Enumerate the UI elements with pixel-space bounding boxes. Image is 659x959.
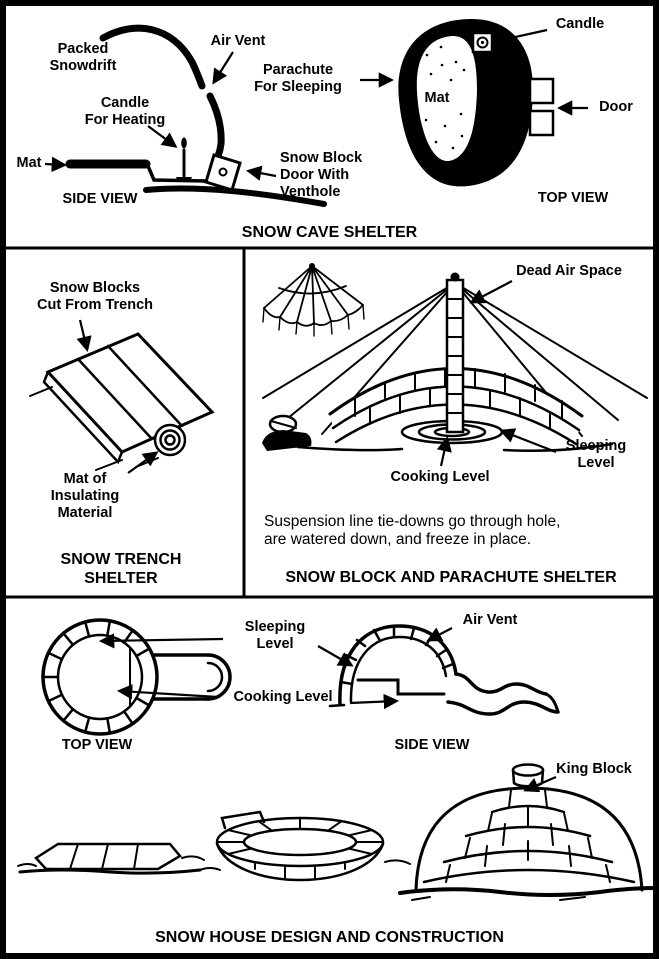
king-block-arrow — [523, 775, 557, 793]
center-pole — [445, 272, 465, 434]
label-mat-of-insulating: Mat of Insulating Material — [50, 471, 120, 522]
pointer-arrows — [44, 28, 588, 793]
label-snow-block-door: Snow Block Door With Venthole — [280, 150, 363, 201]
snow-house-side-view-drawing — [328, 624, 560, 716]
construction-stage3-drawing — [398, 763, 658, 901]
title-snow-house: SNOW HOUSE DESIGN AND CONSTRUCTION — [155, 929, 504, 946]
snow-blocks-arrow — [76, 319, 92, 352]
label-cooking-level-house: Cooking Level — [233, 689, 333, 705]
label-cooking-level-p2: Cooking Level — [390, 469, 490, 485]
snow-block-door-arrow — [245, 165, 277, 181]
label-dead-air-space: Dead Air Space — [516, 263, 622, 279]
sleeping-level-shelter-arrow — [499, 428, 557, 454]
cooking-level-topview-arrow — [116, 684, 219, 700]
label-mat-side: Mat — [16, 155, 42, 171]
block-joints — [41, 619, 151, 735]
air-vent-house-arrow — [426, 627, 453, 642]
candle-arrow — [493, 28, 548, 46]
label-candle-for-heating: Candle For Heating — [84, 95, 166, 129]
snow-cave-top-view-drawing — [398, 18, 555, 187]
label-air-vent-cave: Air Vent — [210, 33, 266, 49]
door-blocks — [528, 77, 555, 137]
caption-suspension: Suspension line tie-downs go through hol… — [264, 513, 561, 549]
title-snow-block-parachute: SNOW BLOCK AND PARACHUTE SHELTER — [285, 569, 617, 586]
label-king-block: King Block — [556, 761, 632, 777]
caption-side-view-cave: SIDE VIEW — [62, 191, 138, 207]
title-snow-trench: SNOW TRENCH SHELTER — [60, 551, 182, 587]
caption-top-view-house: TOP VIEW — [61, 737, 133, 753]
snow-house-top-view-drawing — [41, 618, 232, 736]
snow-cave-side-view-drawing — [65, 24, 327, 207]
parachute-shelter-drawing — [262, 263, 648, 452]
mat-stipple — [424, 45, 466, 150]
air-vent-arrow — [212, 51, 234, 85]
label-snow-blocks-cut: Snow Blocks Cut From Trench — [36, 280, 153, 314]
sled-and-gear — [262, 414, 312, 451]
snow-trench-drawing — [29, 332, 215, 471]
construction-stage2-drawing — [199, 810, 411, 882]
label-parachute-for-sleeping: Parachute For Sleeping — [254, 62, 342, 96]
caption-side-view-house: SIDE VIEW — [394, 737, 470, 753]
label-air-vent-house: Air Vent — [462, 612, 518, 628]
label-door: Door — [599, 99, 633, 115]
caption-top-view-cave: TOP VIEW — [537, 190, 609, 206]
sleeping-level-sideview-arrow — [317, 645, 354, 667]
sleeping-level-topview-arrow — [98, 633, 224, 649]
candle-for-heating-arrow — [147, 125, 178, 148]
mat-insulating-arrow — [127, 451, 159, 474]
dead-air-space-arrow — [469, 280, 513, 304]
label-sleeping-level-p2: Sleeping Level — [565, 438, 627, 472]
mat-side-arrow — [44, 156, 68, 173]
suspension-lines — [262, 282, 648, 437]
label-mat-top: Mat — [424, 90, 450, 106]
candle-top-view-icon — [471, 31, 494, 54]
cooking-level-sideview-arrow — [349, 693, 400, 710]
cooking-level-shelter-arrow — [436, 435, 452, 467]
label-candle-top: Candle — [555, 16, 605, 32]
title-snow-cave: SNOW CAVE SHELTER — [241, 224, 418, 241]
label-sleeping-level-house: Sleeping Level — [244, 619, 306, 653]
mini-parachute-drawing — [262, 263, 365, 337]
construction-stage1-drawing — [17, 842, 205, 875]
ground-lines — [296, 442, 614, 452]
label-packed-snowdrift: Packed Snowdrift — [49, 41, 117, 75]
